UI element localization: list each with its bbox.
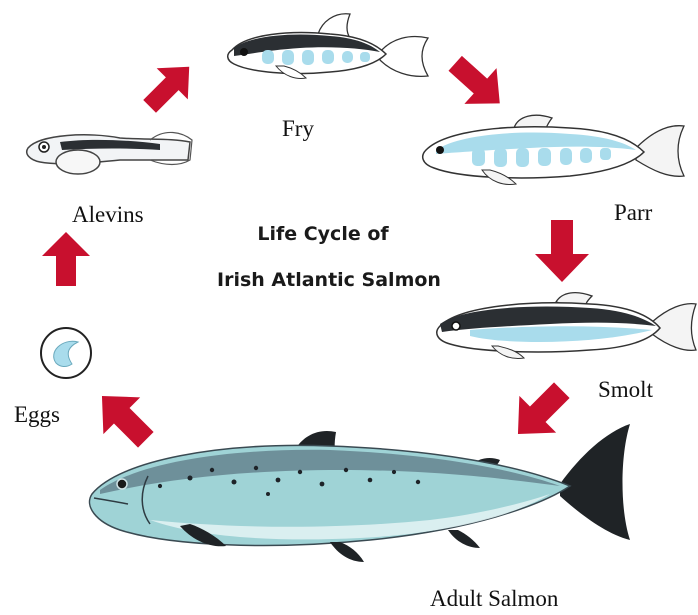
parr-mark [560, 148, 572, 165]
arrow-fry-to-parr [439, 45, 516, 121]
arrow-shape [439, 45, 516, 121]
alevin-body [27, 135, 190, 164]
spot [416, 480, 420, 484]
arrow-shape [84, 378, 165, 459]
label-eggs: Eggs [14, 402, 60, 427]
arrows [42, 45, 589, 458]
arrow-shape [535, 220, 589, 282]
parr-mark [580, 148, 592, 163]
fry-tail [380, 37, 428, 77]
fry-illustration [228, 14, 428, 79]
label-fry: Fry [282, 116, 314, 141]
parr-mark [302, 50, 314, 65]
label-parr: Parr [614, 200, 653, 225]
title-line-2: Irish Atlantic Salmon [217, 269, 441, 291]
spot [266, 492, 270, 496]
parr-mark [600, 148, 611, 160]
spot [320, 482, 325, 487]
adult-salmon-illustration [90, 424, 630, 562]
label-adult-salmon: Adult Salmon [430, 586, 559, 611]
diagram-title: Life Cycle of Irish Atlantic Salmon [217, 223, 441, 291]
spot [210, 468, 214, 472]
spot [276, 478, 281, 483]
parr-mark [342, 51, 353, 63]
spot [392, 470, 396, 474]
arrow-shape [500, 372, 581, 453]
arrow-parr-to-smolt [535, 220, 589, 282]
alevin-pupil [42, 145, 46, 149]
parr-mark [538, 148, 551, 166]
parr-eye [436, 146, 444, 154]
arrow-shape [42, 232, 90, 286]
arrow-smolt-to-adult [500, 372, 581, 453]
adult-tail [560, 424, 630, 540]
parr-mark [360, 52, 370, 62]
adult-pelvic-fin [330, 542, 364, 562]
spot [298, 470, 302, 474]
alevin-illustration [27, 132, 192, 174]
parr-mark [472, 148, 485, 166]
parr-mark [322, 50, 334, 64]
label-smolt: Smolt [598, 377, 654, 402]
adult-eye [117, 479, 127, 489]
spot [158, 484, 162, 488]
alevin-yolk-sac [56, 150, 100, 174]
parr-mark [262, 50, 274, 64]
parr-illustration [423, 115, 684, 184]
smolt-eye [452, 322, 460, 330]
spot [254, 466, 258, 470]
parr-mark [282, 50, 294, 65]
spot [344, 468, 348, 472]
egg-illustration [41, 328, 91, 378]
label-alevins: Alevins [72, 202, 144, 227]
arrow-alevins-to-fry [134, 51, 205, 122]
spot [188, 476, 193, 481]
fry-eye [240, 48, 248, 56]
adult-anal-fin [448, 530, 480, 548]
spot [232, 480, 237, 485]
title-line-1: Life Cycle of [257, 223, 389, 245]
spot [368, 478, 373, 483]
parr-mark [516, 148, 529, 167]
arrow-shape [134, 51, 205, 122]
smolt-illustration [437, 293, 696, 359]
parr-mark [494, 148, 507, 167]
arrow-eggs-to-alevins [42, 232, 90, 286]
arrow-adult-to-eggs [84, 378, 165, 459]
